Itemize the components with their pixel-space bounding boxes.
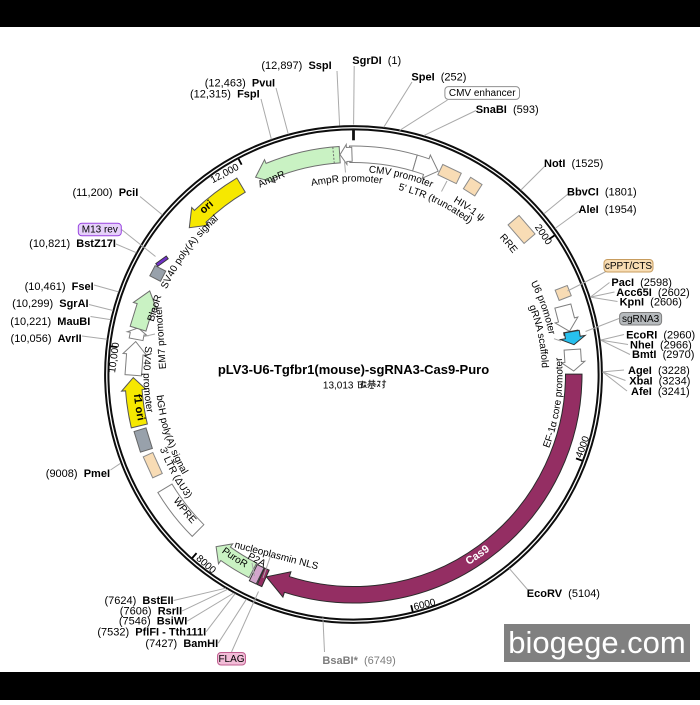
svg-text:(11,200) PciI: (11,200) PciI bbox=[72, 187, 138, 199]
svg-text:(7606) RsrII: (7606) RsrII bbox=[120, 605, 182, 617]
svg-text:EcoRI (2960): EcoRI (2960) bbox=[626, 330, 695, 342]
svg-text:BbvCI (1801): BbvCI (1801) bbox=[567, 186, 637, 198]
svg-text:(9008) PmeI: (9008) PmeI bbox=[46, 468, 110, 480]
svg-text:FLAG: FLAG bbox=[218, 654, 244, 665]
svg-text:SgrDI (1): SgrDI (1) bbox=[352, 55, 401, 67]
svg-text:(12,463) PvuI: (12,463) PvuI bbox=[205, 78, 275, 90]
svg-text:BmtI (2970): BmtI (2970) bbox=[632, 349, 694, 361]
svg-text:(10,461) FseI: (10,461) FseI bbox=[25, 281, 94, 293]
svg-text:SnaBI (593): SnaBI (593) bbox=[476, 104, 539, 116]
svg-text:SpeI (252): SpeI (252) bbox=[411, 71, 466, 83]
svg-text:M13 rev: M13 rev bbox=[82, 225, 118, 236]
svg-text:(10,221) MauBI: (10,221) MauBI bbox=[10, 316, 90, 328]
svg-text:cPPT/CTS: cPPT/CTS bbox=[605, 261, 653, 272]
svg-text:PacI (2598): PacI (2598) bbox=[611, 277, 672, 289]
svg-text:SV40 promoter: SV40 promoter bbox=[140, 346, 155, 415]
svg-text:(10,299) SgrAI: (10,299) SgrAI bbox=[12, 298, 88, 310]
svg-text:BsaBI* (6749): BsaBI* (6749) bbox=[322, 655, 395, 667]
svg-text:NotI (1525): NotI (1525) bbox=[544, 158, 603, 170]
svg-text:(10,821) BstZ17I: (10,821) BstZ17I bbox=[29, 238, 116, 250]
svg-text:EcoRV (5104): EcoRV (5104) bbox=[527, 588, 600, 600]
svg-text:f1 ori: f1 ori bbox=[131, 394, 147, 422]
svg-text:6000: 6000 bbox=[413, 597, 438, 613]
svg-text:Acc65I (2602): Acc65I (2602) bbox=[616, 287, 689, 299]
svg-text:EM7 promoter: EM7 promoter bbox=[154, 305, 169, 370]
svg-text:NheI (2966): NheI (2966) bbox=[630, 339, 692, 351]
svg-text:(10,056) AvrII: (10,056) AvrII bbox=[11, 333, 82, 345]
svg-text:(12,897) SspI: (12,897) SspI bbox=[261, 60, 331, 72]
svg-text:AleI (1954): AleI (1954) bbox=[579, 204, 637, 216]
svg-text:AfeI (3241): AfeI (3241) bbox=[631, 386, 690, 398]
svg-text:(7532) PflFI - Tth111I: (7532) PflFI - Tth111I bbox=[97, 626, 206, 638]
svg-text:AgeI (3228): AgeI (3228) bbox=[628, 365, 690, 377]
svg-text:sgRNA3: sgRNA3 bbox=[622, 314, 660, 325]
svg-text:(12,315) FspI: (12,315) FspI bbox=[190, 89, 260, 101]
svg-text:pLV3-U6-Tgfbr1(mouse)-sgRNA3-C: pLV3-U6-Tgfbr1(mouse)-sgRNA3-Cas9-Puro bbox=[218, 362, 489, 377]
svg-text:(7624) BstEII: (7624) BstEII bbox=[104, 595, 173, 607]
svg-text:KpnI (2606): KpnI (2606) bbox=[620, 297, 682, 309]
svg-text:(7546) BsiWI: (7546) BsiWI bbox=[119, 616, 187, 628]
svg-text:10,000: 10,000 bbox=[107, 341, 122, 373]
svg-text:CMV enhancer: CMV enhancer bbox=[449, 88, 516, 99]
svg-text:XbaI (3234): XbaI (3234) bbox=[629, 375, 690, 387]
svg-text:(7427) BamHI: (7427) BamHI bbox=[145, 638, 218, 650]
svg-text:13,013: 13,013 bbox=[323, 381, 354, 392]
